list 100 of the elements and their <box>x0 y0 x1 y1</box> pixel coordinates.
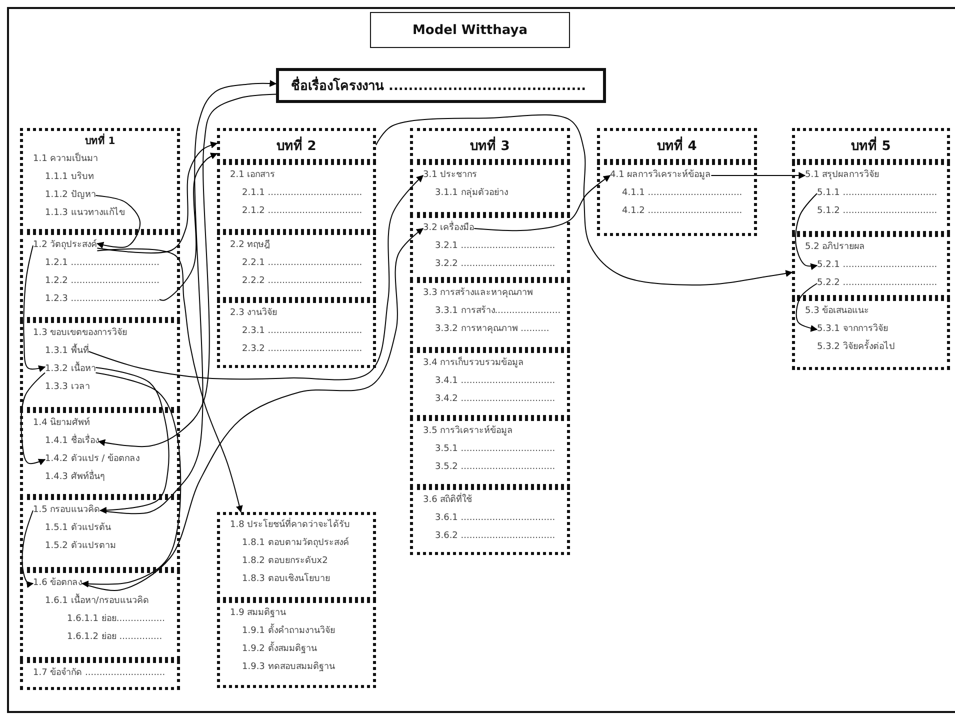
section-box <box>410 215 570 280</box>
outline-item: 1.5.1 ตัวแปรต้น <box>45 522 111 535</box>
outline-item: 5.2.1 ................................. <box>817 259 938 272</box>
section-heading: 3.3 การสร้างและหาคุณภาพ <box>423 287 534 300</box>
outline-item: 3.1.1 กลุ่มตัวอย่าง <box>435 187 508 200</box>
outline-item: 3.2.1 ................................. <box>435 240 556 253</box>
section-box <box>792 234 950 298</box>
section-box <box>410 350 570 418</box>
section-box <box>20 320 180 410</box>
section-heading: 2.1 เอกสาร <box>230 169 276 182</box>
outline-item: 3.6.2 ................................. <box>435 530 556 543</box>
connector-arrow <box>795 193 818 270</box>
section-box <box>217 232 376 300</box>
outline-item: 1.3.1 พื้นที่ <box>45 345 89 358</box>
section-heading: 1.5 กรอบแนวคิด <box>33 504 100 517</box>
section-heading: 1.7 ข้อจำกัด ............................ <box>33 667 166 680</box>
section-heading: 1.6 ข้อตกลง <box>33 577 82 590</box>
chapter-header-box: บทที่ 4 <box>597 128 757 162</box>
outline-item: 1.1.2 ปัญหา <box>45 189 96 202</box>
connector-arrow <box>98 94 276 448</box>
section-heading: 1.4 นิยามศัพท์ <box>33 417 90 430</box>
section-heading: 5.2 อภิปรายผล <box>805 241 866 254</box>
connector-arrow <box>710 172 806 179</box>
section-heading: 3.1 ประชากร <box>423 169 478 182</box>
outline-item: 1.3.2 เนื้อหา <box>45 363 96 376</box>
section-box <box>20 570 180 660</box>
outline-item: 1.9.1 ตั้งคำถามงานวิจัย <box>242 625 335 638</box>
outline-item: 1.6.1 เนื้อหา/กรอบแนวคิด <box>45 595 149 608</box>
outline-item: 4.1.1 ................................. <box>622 187 742 200</box>
outline-item: 2.1.2 ................................. <box>242 205 362 218</box>
section-heading: 3.5 การวิเคราะห์ข้อมูล <box>423 425 514 438</box>
section-box <box>792 162 950 234</box>
outline-item: 2.2.2 ................................. <box>242 275 362 288</box>
section-heading: 3.4 การเก็บรวบรวมข้อมูล <box>423 357 524 370</box>
outline-item: 1.1.3 แนวทางแก้ไข <box>45 207 125 220</box>
section-box <box>20 232 180 320</box>
outline-item: 1.4.3 ศัพท์อื่นๆ <box>45 471 105 484</box>
chapter-header-box: บทที่ 3 <box>410 128 570 162</box>
section-box <box>410 280 570 350</box>
section-heading: 5.3 ข้อเสนอแนะ <box>805 305 870 318</box>
outline-item: 3.4.2 ................................. <box>435 393 556 406</box>
section-heading: 2.3 งานวิจัย <box>230 307 278 320</box>
outline-item: 5.2.2 ................................. <box>817 277 938 290</box>
section-box <box>20 128 180 232</box>
outline-item: 3.4.1 ................................. <box>435 375 556 388</box>
outline-item: 1.4.1 ชื่อเรื่อง <box>45 435 99 448</box>
section-heading: 5.1 สรุปผลการวิจัย <box>805 169 880 182</box>
chapter-header-box: บทที่ 2 <box>217 128 376 162</box>
outline-item: 2.2.1 ................................. <box>242 257 362 270</box>
outline-item: 1.1.1 บริบท <box>45 171 94 184</box>
outline-item: 1.9.3 ทดสอบสมมติฐาน <box>242 661 335 674</box>
section-heading: 1.3 ขอบเขตของการวิจัย <box>33 327 128 340</box>
outline-item: 1.8.2 ตอบยกระดับx2 <box>242 555 328 568</box>
outline-item: 3.5.2 ................................. <box>435 461 556 474</box>
outline-item: 1.5.2 ตัวแปรตาม <box>45 540 116 553</box>
section-box <box>20 660 180 690</box>
outline-item: 3.6.1 ................................. <box>435 512 556 525</box>
outline-item: 1.6.1.2 ย่อย ............... <box>67 631 162 644</box>
section-box <box>217 512 376 600</box>
section-box <box>217 600 376 688</box>
outline-item: 1.2.1 ............................... <box>45 257 160 270</box>
outline-item: 1.4.2 ตัวแปร / ข้อตกลง <box>45 453 140 466</box>
section-box <box>20 497 180 570</box>
outline-item: 3.3.2 การหาคุณภาพ .......... <box>435 323 550 336</box>
section-heading: 1.8 ประโยชน์ที่คาดว่าจะได้รับ <box>230 519 350 532</box>
connector-arrow <box>376 114 793 286</box>
connector-arrow <box>82 228 424 591</box>
section-box <box>410 487 570 555</box>
outline-item: 5.1.2 ................................. <box>817 205 938 218</box>
section-heading: 4.1 ผลการวิเคราะห์ข้อมูล <box>610 169 712 182</box>
connector-arrow <box>96 248 243 513</box>
connector-arrow <box>158 152 218 301</box>
outline-item: 1.2.2 ............................... <box>45 275 160 288</box>
connector-arrow <box>22 510 34 588</box>
connector-arrow <box>88 175 424 380</box>
outline-item: 2.1.1 ................................. <box>242 187 362 200</box>
outline-item: 3.3.1 การสร้าง....................... <box>435 305 561 318</box>
chapter-header-box: บทที่ 5 <box>792 128 950 162</box>
outline-item: 5.3.2 วิจัยครั้งต่อไป <box>817 341 895 354</box>
section-box <box>217 300 376 368</box>
connector-arrow <box>82 372 182 588</box>
outline-item: 1.8.1 ตอบตามวัตถุประสงค์ <box>242 537 349 550</box>
section-heading: 1.9 สมมติฐาน <box>230 607 286 620</box>
section-box <box>217 162 376 232</box>
section-box <box>410 418 570 487</box>
outline-item: 5.3.1 จากการวิจัย <box>817 323 888 336</box>
outline-item: 4.1.2 ................................. <box>622 205 742 218</box>
connector-arrow <box>796 283 818 332</box>
section-heading: 2.2 ทฤษฎี <box>230 239 270 252</box>
connector-arrow <box>96 142 218 254</box>
outline-item: 2.3.1 ................................. <box>242 325 362 338</box>
outline-item: 1.9.2 ตั้งสมมติฐาน <box>242 643 317 656</box>
connector-arrow <box>20 372 46 466</box>
connector-arrow <box>474 175 611 232</box>
section-heading: 1.1 ความเป็นมา <box>33 153 98 166</box>
title-box: Model Witthaya <box>370 12 570 48</box>
section-box <box>410 162 570 215</box>
outline-item: 1.6.1.1 ย่อย................. <box>67 613 165 626</box>
outline-item: 1.2.3 ............................... <box>45 293 160 306</box>
outline-item: 5.1.1 ................................. <box>817 187 938 200</box>
